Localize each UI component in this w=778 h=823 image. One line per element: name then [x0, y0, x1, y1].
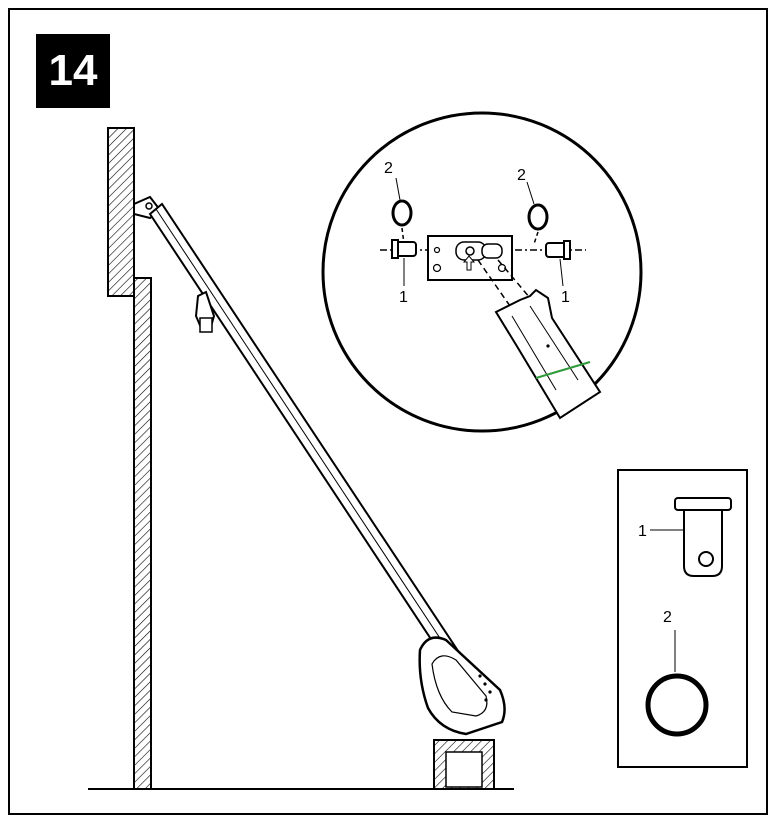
callout-1-left: 1 — [399, 289, 408, 306]
callout-1-right: 1 — [561, 289, 570, 306]
opener-motor-unit — [418, 636, 506, 736]
callout-2-right: 2 — [517, 167, 526, 184]
illustration-frame — [8, 8, 768, 815]
pin-right — [545, 240, 571, 260]
parts-legend-box — [617, 469, 748, 768]
step-number-badge: 14 — [36, 34, 110, 108]
legend-item-1-label: 1 — [638, 523, 647, 540]
legend-ring-icon — [645, 673, 709, 737]
pin-left — [391, 239, 417, 259]
callout-2-left: 2 — [384, 160, 393, 177]
ring-left — [391, 199, 413, 227]
trolley-release — [194, 290, 216, 333]
legend-item-2-label: 2 — [663, 609, 672, 626]
legend-pin-icon — [674, 497, 732, 577]
alignment-marker — [535, 361, 591, 379]
wall-header — [107, 127, 135, 297]
bracket-plate — [427, 235, 513, 281]
wall-post — [133, 277, 152, 790]
support-block — [433, 739, 495, 790]
ring-right — [527, 203, 549, 231]
door-arm — [477, 259, 602, 420]
